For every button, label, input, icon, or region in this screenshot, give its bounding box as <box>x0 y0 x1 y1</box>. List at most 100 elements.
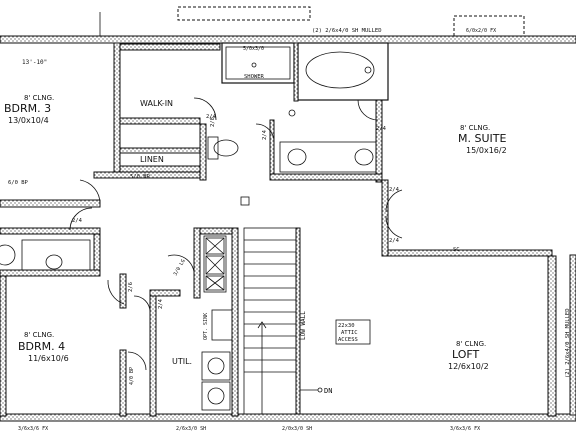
door-label-hall-bath: 2/4 <box>72 218 83 224</box>
shower-drain <box>251 62 257 68</box>
dim-top-left: 13'-10" <box>22 59 47 66</box>
door-label-walkin: 2/4 <box>206 114 217 120</box>
wall-bdrm4-left <box>0 275 7 417</box>
closet-bp-mid: 5/0 BP <box>130 174 151 180</box>
bdrm4-name: BDRM. 4 <box>18 340 65 353</box>
washer-drum <box>207 357 225 375</box>
exterior-wall-top <box>0 35 576 44</box>
attic-size: 22x30 <box>338 323 355 329</box>
door-label-m-suite-a: 2/4 <box>389 187 400 193</box>
stair-treads <box>244 239 296 373</box>
linen-label: LINEN <box>140 155 164 164</box>
wall-util-right <box>231 227 239 417</box>
bdrm4-ceiling: 8' CLNG. <box>24 331 54 339</box>
wall-loft-right <box>547 255 557 417</box>
exterior-wall-right <box>569 254 576 416</box>
tub-drain <box>364 66 372 74</box>
loft-ceiling: 8' CLNG. <box>456 340 486 348</box>
bathtub <box>305 51 375 89</box>
sink-right <box>354 148 374 166</box>
door-swing-bdrm4 <box>107 279 125 305</box>
window-bottom-3: 2/0x3/0 SH <box>282 426 312 432</box>
wall-wc-left <box>199 123 207 181</box>
door-label-bath: 2/4 <box>376 126 387 132</box>
wall-master-bath-bottom <box>269 173 383 181</box>
stair-arrow <box>257 321 267 329</box>
tub-deck <box>297 42 389 101</box>
stair-dn-label: DN <box>324 387 332 395</box>
low-wall <box>295 227 301 415</box>
bdrm3-ceiling: 8' CLNG. <box>24 94 54 102</box>
opt-sink-label: OPT. SINK <box>203 313 209 340</box>
loft-size: 12/6x10/2 <box>448 362 489 371</box>
wall-hall-bath-bottom <box>0 269 101 277</box>
wall-hall-bath-right <box>93 233 101 275</box>
bdrm3-size: 13/0x10/4 <box>8 116 49 125</box>
wall-hall-top <box>93 171 201 179</box>
m-suite-name: M. SUITE <box>458 132 506 145</box>
window-mulled-right: (2) 2/6x4/0 SH MULLED <box>565 308 571 378</box>
wall-closet-top <box>149 289 181 297</box>
toilet-bowl <box>213 139 239 157</box>
m-suite-ceiling: 8' CLNG. <box>460 124 490 132</box>
door-label-wc-2: 2/8 <box>210 117 216 127</box>
hall-vanity <box>21 239 91 271</box>
door-swing-m-suite-b <box>385 215 403 239</box>
wall-bdrm3-right <box>113 42 121 173</box>
washer <box>201 351 231 381</box>
dryer-drum <box>207 387 225 405</box>
hall-toilet <box>0 244 16 266</box>
lg-label: 3/0 LG <box>173 258 187 277</box>
sink-left <box>287 148 307 166</box>
dn-marker <box>317 387 323 393</box>
duct <box>205 275 225 291</box>
attic-label: ATTIC <box>341 330 358 336</box>
wall-util-top <box>193 227 239 235</box>
door-label-bdrm4: 2/6 <box>128 282 134 292</box>
m-suite-size: 15/0x16/2 <box>466 146 507 155</box>
window-fx-top-right: 6/0x2/0 FX <box>466 28 496 34</box>
window-mulled-top: (2) 2/6x4/0 SH MULLED <box>312 28 382 34</box>
wall-bdrm4-right-upper <box>119 273 127 309</box>
closet-bp-left: 6/0 BP <box>8 180 29 186</box>
hall-sink <box>45 254 63 270</box>
door-swing-closet <box>133 295 151 313</box>
wall-bdrm4-right-lower <box>119 349 127 417</box>
toilet-tank <box>207 136 219 160</box>
wall-loft-top <box>381 249 553 257</box>
low-wall-label: LOW WALL <box>300 311 307 340</box>
loft-name: LOFT <box>452 348 480 361</box>
door-label-m-suite-b: 2/4 <box>389 238 400 244</box>
door-swing-wc <box>255 123 275 143</box>
attic-access <box>335 319 371 345</box>
bdrm4-size: 11/6x10/6 <box>28 354 69 363</box>
wall-linen-bottom <box>119 165 201 173</box>
door-swing-m-suite-a <box>385 189 403 213</box>
door-swing-bath <box>357 99 379 121</box>
stair-outline <box>243 227 297 415</box>
overhang-outline <box>177 6 311 21</box>
wall-m-suite-left <box>381 179 389 257</box>
water-heater <box>205 237 225 255</box>
door-label-wc: 2/4 <box>262 129 268 140</box>
walk-in-label: WALK-IN <box>140 99 173 108</box>
furnace <box>205 255 225 275</box>
door-label-closet-bp: 4/0 BP <box>129 367 135 385</box>
door-swing-util <box>167 254 195 279</box>
smoke-detector-icon <box>240 196 250 206</box>
vanity <box>279 141 377 173</box>
shower-inner <box>225 46 291 80</box>
wall-closet-left <box>149 289 157 417</box>
attic-access-label: ACCESS <box>338 337 358 343</box>
shower-size: 5/0x3/0 <box>243 46 264 52</box>
stair-sc-label: SC <box>453 247 460 253</box>
window-bottom-4: 3/6x3/6 FX <box>450 426 480 432</box>
util-label: UTIL. <box>172 357 192 366</box>
wall-hall-bath-top <box>0 227 101 235</box>
wall-util-left <box>193 227 201 299</box>
door-swing-closet-bp <box>127 351 147 371</box>
exhaust-fan-icon <box>288 109 296 117</box>
shower-enclosure <box>221 42 295 84</box>
door-swing-hall-bath <box>69 207 93 231</box>
